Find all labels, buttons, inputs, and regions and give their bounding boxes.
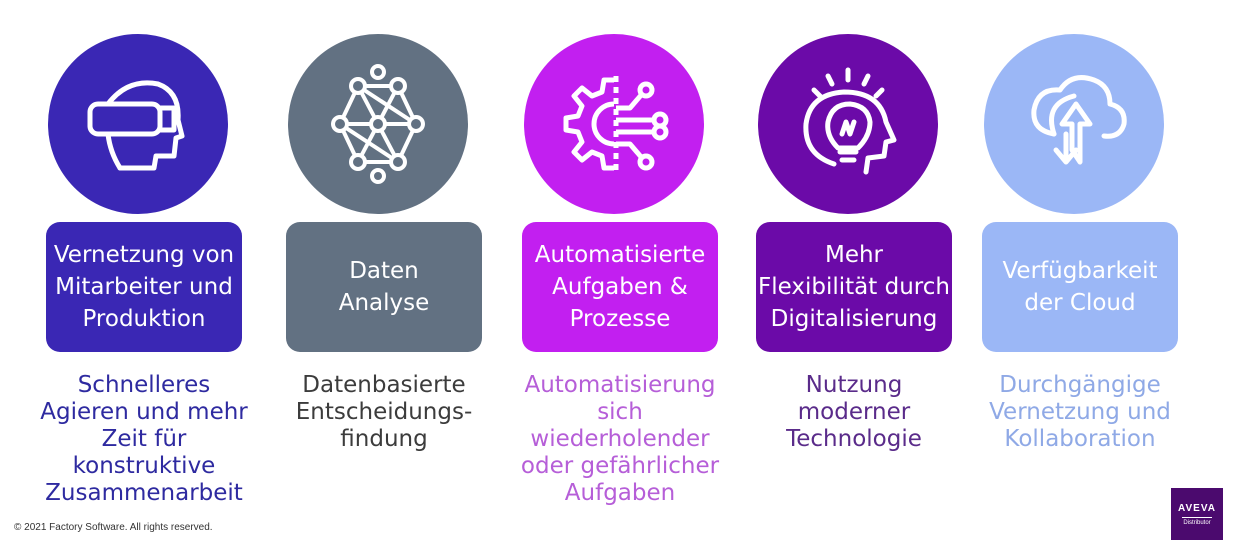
category-box: Mehr Flexibilität durch Digitalisierung [756, 222, 952, 352]
cloud-sync-icon [1031, 75, 1127, 165]
category-box: Vernetzung von Mitarbeiter und Produktio… [46, 222, 242, 352]
category-description: Automatisierung sich wiederholender oder… [520, 372, 720, 506]
gear-circuit-icon [563, 76, 669, 172]
icon-circle [758, 34, 938, 214]
column-vernetzung: Vernetzung von Mitarbeiter und Produktio… [40, 0, 248, 549]
head-lightbulb-icon [803, 67, 897, 175]
category-description: Schnelleres Agieren und mehr Zeit für ko… [40, 372, 248, 506]
icon-circle [984, 34, 1164, 214]
icon-circle [288, 34, 468, 214]
logo-divider [1182, 516, 1212, 518]
category-description: Datenbasierte Entscheidungs- findung [295, 372, 473, 452]
category-box: Verfügbarkeit der Cloud [982, 222, 1178, 352]
category-description: Nutzung moderner Technologie [786, 372, 922, 452]
icon-circle [524, 34, 704, 214]
logo-main-text: AVEVA [1178, 502, 1216, 514]
column-flexibilitaet: Mehr Flexibilität durch Digitalisierung … [756, 0, 956, 549]
logo-sub-text: Distributor [1183, 519, 1211, 526]
aveva-distributor-logo: AVEVA Distributor [1171, 488, 1223, 540]
icon-circle [48, 34, 228, 214]
vr-headset-icon [87, 80, 185, 171]
category-box: Automatisierte Aufgaben & Prozesse [522, 222, 718, 352]
column-daten-analyse: Daten Analyse Datenbasierte Entscheidung… [286, 0, 486, 549]
copyright-notice: © 2021 Factory Software. All rights rese… [14, 522, 213, 533]
column-cloud: Verfügbarkeit der Cloud Durchgängige Ver… [982, 0, 1182, 549]
network-icon [331, 64, 425, 184]
category-box: Daten Analyse [286, 222, 482, 352]
column-automatisierung: Automatisierte Aufgaben & Prozesse Autom… [521, 0, 722, 549]
category-description: Durchgängige Vernetzung und Kollaboratio… [989, 372, 1171, 452]
